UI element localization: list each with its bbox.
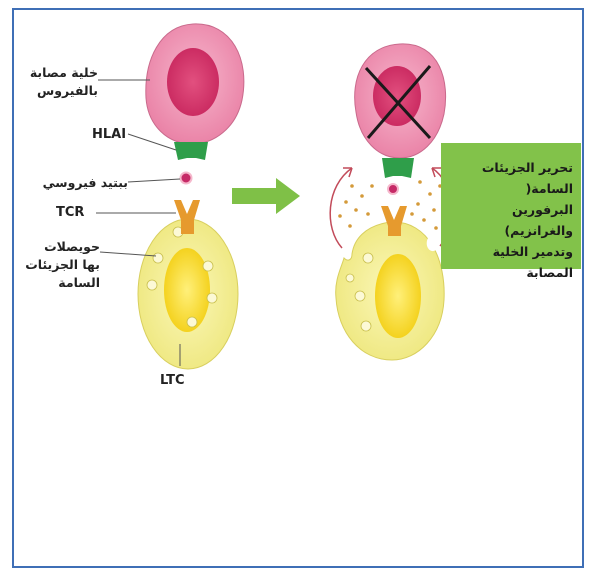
label-hla: HLAI [92, 126, 132, 144]
vesicle [207, 293, 217, 303]
vesicle [361, 321, 371, 331]
vesicle [147, 280, 157, 290]
left-ltc-cell [138, 219, 238, 369]
viral-peptide-dot [181, 173, 192, 184]
release-arrow-left [330, 168, 352, 248]
vesicle [355, 291, 365, 301]
ltc-nucleus [164, 248, 210, 332]
viral-peptide-dot-right [388, 184, 398, 194]
vesicle [363, 253, 373, 263]
hla-receptor [174, 142, 208, 160]
result-box: تحرير الجزيئات السامة( البرفورين والغران… [441, 143, 581, 269]
vesicle [203, 261, 213, 271]
leader-line-peptide [128, 179, 180, 182]
label-infected-cell: خلية مصابة بالفيروس [22, 64, 98, 100]
vesicle [346, 274, 354, 282]
right-ltc-cell [336, 222, 444, 360]
ltc-nucleus-right [375, 254, 421, 338]
label-ltc: LTC [160, 372, 200, 390]
label-vesicles: حويصلات بها الجزيئات السامة [14, 238, 100, 292]
vesicle [187, 317, 197, 327]
vesicle [153, 253, 163, 263]
process-arrow [232, 178, 300, 214]
right-infected-cell [355, 44, 446, 158]
label-tcr: TCR [56, 204, 96, 222]
hla-receptor-right [382, 158, 414, 178]
left-infected-cell [146, 24, 244, 144]
label-viral-peptide: ببتيد فيروسي [18, 174, 128, 192]
destroyed-cell-nucleus [373, 66, 421, 126]
infected-cell-nucleus [167, 48, 219, 116]
